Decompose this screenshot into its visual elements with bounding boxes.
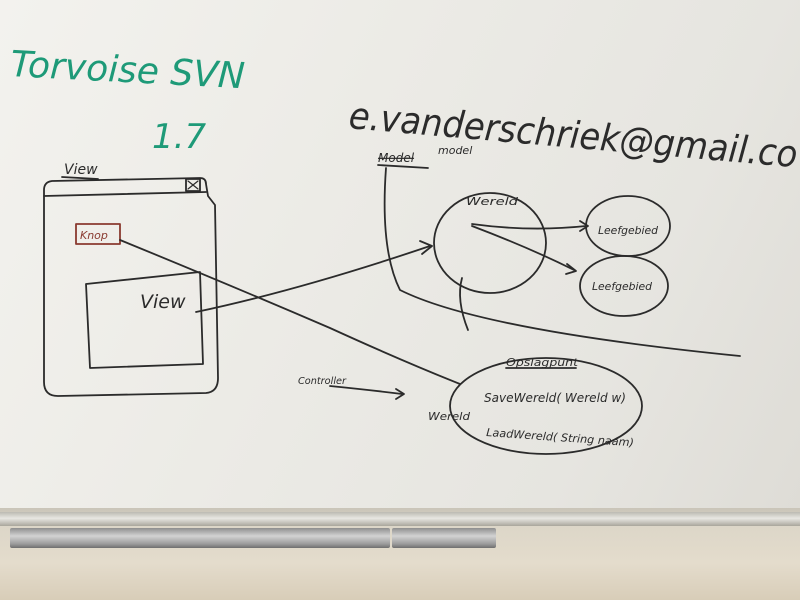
wereld-label-2: Wereld xyxy=(428,410,471,423)
view-to-wereld-line xyxy=(195,245,431,313)
email-address: e.vanderschriek@gmail.co xyxy=(347,94,799,176)
model-underline xyxy=(377,164,429,169)
wereld-circle xyxy=(433,192,547,294)
knop-label: Knop xyxy=(80,229,108,242)
arrow-head-wereld xyxy=(419,240,433,255)
view-label: View xyxy=(140,291,186,313)
opslag-ellipse xyxy=(449,357,643,455)
title-line-1: Torvoise SVN xyxy=(10,44,246,97)
leefgebied-label-2: Leefgebied xyxy=(592,280,653,293)
opslag-label: Opslagpunt xyxy=(506,356,579,369)
view-window-label: View xyxy=(64,162,98,178)
model-label: model xyxy=(438,144,472,157)
whiteboard-surface xyxy=(0,0,800,520)
leefgebied-label-1: Leefgebied xyxy=(598,224,659,237)
model-boundary-line xyxy=(383,167,741,357)
view-inner-panel xyxy=(85,271,204,369)
knop-button-box xyxy=(75,223,121,245)
wereld-label: Wereld xyxy=(466,195,519,208)
arrow-to-leefgebied-2 xyxy=(471,225,575,271)
view-underline xyxy=(61,176,99,180)
marker-tray-rail xyxy=(0,512,800,526)
model-label-struck: Model xyxy=(378,151,415,165)
green-heading: Torvoise SVN 1.7 xyxy=(10,44,246,157)
window-close-box xyxy=(185,178,201,192)
tray-ledge-right xyxy=(392,528,496,548)
title-line-2: 1.7 xyxy=(152,117,206,157)
arrow-to-leefgebied-1 xyxy=(471,223,587,230)
knop-to-controller-line xyxy=(119,239,461,385)
leefgebied-circle-2 xyxy=(579,255,669,317)
wereld-tail xyxy=(459,277,469,331)
save-wereld-label: SaveWereld( Wereld w) xyxy=(484,391,626,405)
load-wereld-label: LaadWereld( String naam) xyxy=(486,426,635,449)
tray-ledge-left xyxy=(10,528,390,548)
controller-label: Controller xyxy=(298,376,347,387)
controller-arrow xyxy=(329,385,403,395)
view-window-titlebar xyxy=(43,191,207,197)
view-window-frame xyxy=(43,177,219,397)
